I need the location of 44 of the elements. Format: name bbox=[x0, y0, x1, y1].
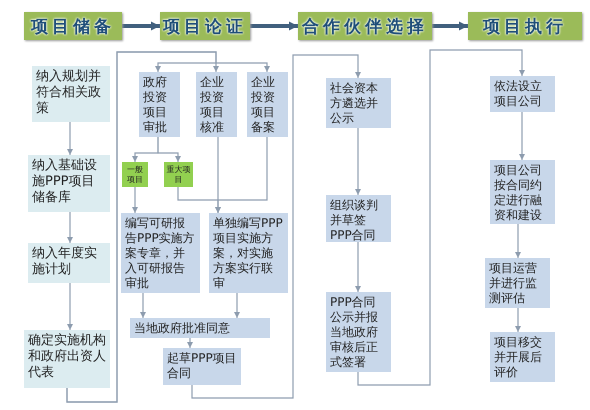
process-box: 项目运营并进行监测评估 bbox=[485, 258, 550, 308]
arrow bbox=[432, 22, 468, 30]
process-box: 依法设立项目公司 bbox=[490, 76, 555, 112]
stage-header: 项目储备 bbox=[24, 12, 122, 40]
arrow bbox=[515, 224, 521, 258]
arrow bbox=[250, 22, 298, 30]
process-box: 企业投资项目备案 bbox=[247, 72, 288, 137]
arrow bbox=[515, 308, 521, 332]
arrow bbox=[355, 242, 361, 292]
process-box: 组织谈判并草签PPP合同 bbox=[326, 195, 391, 242]
process-box: 编写可研报告PPP实施方案专章，并入可研报告审批 bbox=[121, 213, 200, 293]
process-box: 纳入规划并符合相关政策 bbox=[32, 66, 110, 122]
arrow bbox=[519, 112, 525, 160]
arrow bbox=[67, 122, 73, 155]
stage-header: 项目论证 bbox=[160, 12, 250, 40]
arrow bbox=[66, 51, 270, 403]
process-box: 社会资本方遴选并公示 bbox=[326, 78, 391, 128]
arrow bbox=[67, 212, 73, 243]
process-box: 单独编写PPP项目实施方案，对实施方案实行联审 bbox=[209, 213, 288, 293]
stage-header: 合作伙伴选择 bbox=[298, 12, 432, 40]
process-box: 项目公司按合同约定进行融资和建设 bbox=[490, 160, 555, 224]
arrow bbox=[234, 293, 240, 318]
process-box: 企业投资项目核准 bbox=[196, 72, 237, 137]
arrow bbox=[67, 283, 73, 330]
process-box: 纳入基础设施PPP项目储备库 bbox=[28, 155, 110, 212]
process-box: 起草PPP项目合同 bbox=[163, 348, 241, 385]
arrow bbox=[122, 22, 160, 30]
arrow bbox=[357, 49, 525, 386]
process-box: PPP合同公示并报当地政府审核后正式签署 bbox=[326, 292, 391, 372]
stage-header: 项目执行 bbox=[468, 12, 582, 40]
arrow bbox=[215, 137, 268, 213]
process-box: 纳入年度实施计划 bbox=[28, 243, 110, 283]
process-box: 项目移交并开展后评价 bbox=[490, 332, 555, 382]
arrow bbox=[132, 187, 138, 213]
category-tag: 一般项目 bbox=[122, 162, 148, 187]
arrow bbox=[191, 54, 361, 399]
process-box: 当地政府批准同意 bbox=[130, 318, 270, 338]
arrow bbox=[187, 338, 193, 348]
process-box: 确定实施机构和政府出资人代表 bbox=[24, 330, 110, 388]
arrow bbox=[355, 128, 361, 195]
process-box: 政府投资项目审批 bbox=[139, 72, 180, 137]
category-tag: 重大项目 bbox=[164, 162, 193, 187]
arrow bbox=[157, 137, 181, 162]
arrow bbox=[140, 293, 146, 318]
